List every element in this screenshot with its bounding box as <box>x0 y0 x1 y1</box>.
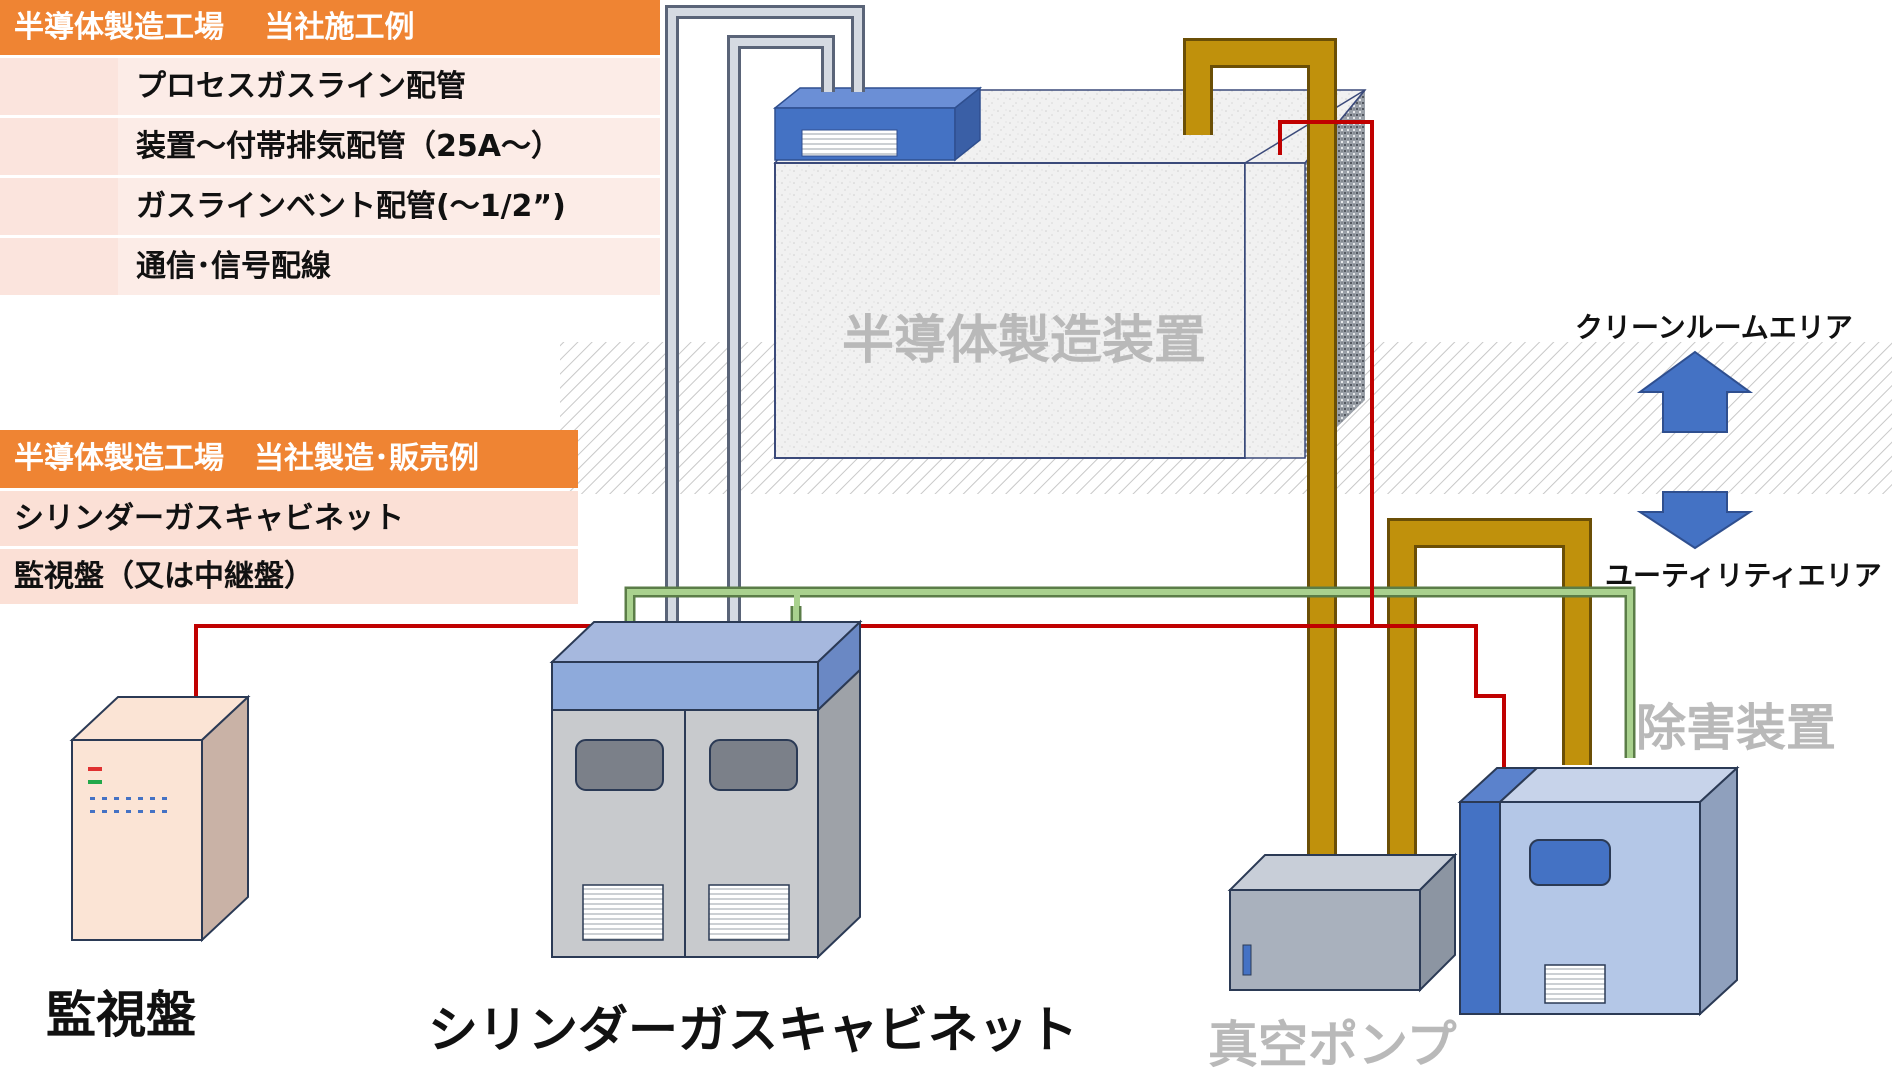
legend-products: 半導体製造工場 当社製造･販売例 シリンダーガスキャビネット 監視盤（又は中継盤… <box>0 430 578 604</box>
vacuum-pump <box>1227 852 1458 993</box>
process-gas-lines <box>665 5 865 628</box>
legend-item: 通信･信号配線 <box>0 238 660 295</box>
arrow-up-icon <box>1636 350 1754 433</box>
vacuum-pump-label: 真空ポンプ <box>1208 1016 1457 1074</box>
exhaust-pipes <box>1183 38 1592 862</box>
legend-product-item: シリンダーガスキャビネット <box>0 491 578 546</box>
utility-area-label: ユーティリティエリア <box>1605 559 1882 592</box>
legend-item: プロセスガスライン配管 <box>0 58 660 115</box>
gas-box <box>772 86 983 162</box>
abatement-label: 除害装置 <box>1636 699 1836 757</box>
cleanroom-area-label: クリーンルームエリア <box>1575 311 1853 344</box>
arrow-down-icon <box>1636 491 1754 550</box>
gas-cabinet <box>549 619 863 960</box>
cabinet-label: シリンダーガスキャビネット <box>428 1001 1078 1059</box>
legend-product-item: 監視盤（又は中継盤） <box>0 549 578 604</box>
legend-products-title: 半導体製造工場 当社製造･販売例 <box>0 430 578 488</box>
legend-item: ガスラインベント配管(～1/2”) <box>0 178 660 235</box>
equipment-label: 半導体製造装置 <box>842 311 1207 371</box>
legend-item-label: 装置～付帯排気配管（25A～） <box>118 118 660 175</box>
legend-installation: 半導体製造工場 当社施工例 プロセスガスライン配管 装置～付帯排気配管（25A～… <box>0 0 660 295</box>
legend-item: 装置～付帯排気配管（25A～） <box>0 118 660 175</box>
legend-installation-title: 半導体製造工場 当社施工例 <box>0 0 660 55</box>
monitor-label: 監視盤 <box>46 986 196 1044</box>
monitor-panel <box>69 694 251 943</box>
abatement-unit <box>1457 765 1740 1017</box>
legend-item-label: プロセスガスライン配管 <box>118 58 660 115</box>
legend-item-label: ガスラインベント配管(～1/2”) <box>118 178 660 235</box>
legend-item-label: 通信･信号配線 <box>118 238 660 295</box>
